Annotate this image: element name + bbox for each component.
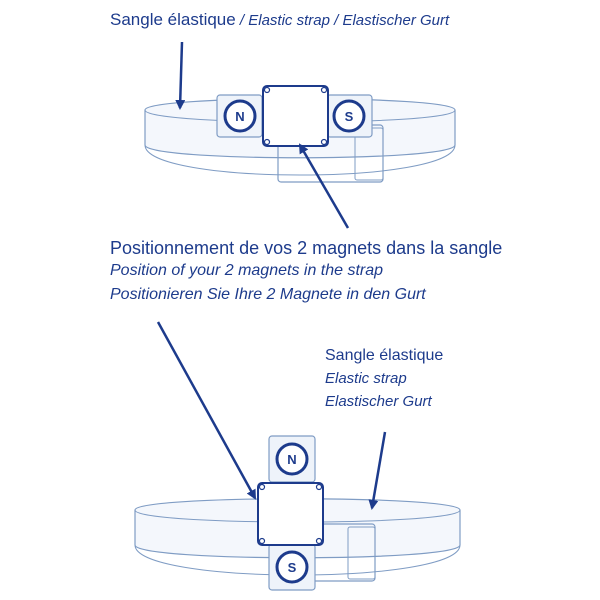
top-label-sep2: /: [329, 12, 343, 29]
right-label-fr: Sangle élastique: [325, 347, 444, 364]
right-label-de: Elastischer Gurt: [325, 393, 432, 410]
top-label-fr: Sangle élastique: [110, 10, 236, 29]
middle-label-fr: Positionnement de vos 2 magnets dans la …: [110, 238, 503, 258]
bottom-south-label: S: [288, 560, 297, 575]
arrow-to-bottom-clip: [156, 321, 257, 500]
arrow-bottom-strap: [368, 431, 387, 510]
top-label: Sangle élastique / Elastic strap / Elast…: [110, 10, 449, 30]
top-south-label: S: [345, 109, 354, 124]
right-label-en: Elastic strap: [325, 370, 407, 387]
top-label-en: Elastic strap: [248, 12, 330, 29]
arrow-top-strap: [175, 41, 186, 110]
top-label-de: Elastischer Gurt: [342, 12, 450, 29]
bottom-clip: [257, 482, 324, 546]
top-clip: [262, 85, 329, 147]
bottom-south-magnet: S: [275, 550, 309, 584]
top-south-magnet: S: [332, 99, 366, 133]
bottom-north-label: N: [287, 452, 296, 467]
top-label-sep1: /: [235, 12, 249, 29]
middle-label-en: Position of your 2 magnets in the strap: [110, 262, 384, 279]
arrow-to-top-clip: [298, 143, 350, 229]
bottom-north-magnet: N: [275, 442, 309, 476]
top-north-magnet: N: [223, 99, 257, 133]
top-north-label: N: [235, 109, 244, 124]
middle-label-de: Positionieren Sie Ihre 2 Magnete in den …: [110, 286, 426, 303]
bottom-pocket-flap: [347, 526, 376, 580]
